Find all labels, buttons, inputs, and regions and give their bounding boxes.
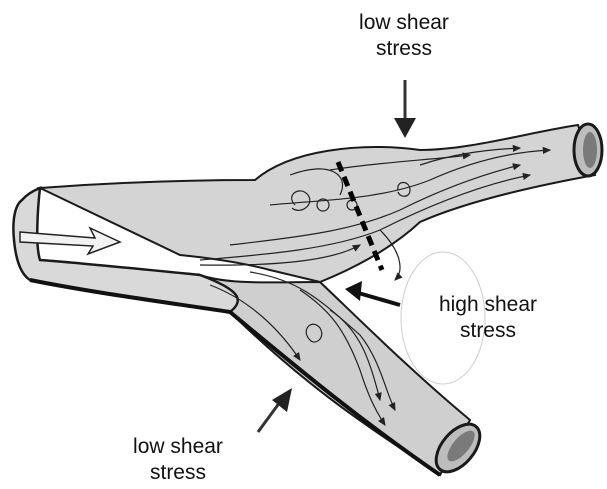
label-top-line1: low shear (334, 10, 474, 36)
label-right-line2: stress (418, 318, 558, 344)
label-top-line2: stress (334, 36, 474, 62)
label-low-shear-bottom: low shear stress (108, 434, 248, 486)
high-shear-arrow (345, 281, 362, 301)
low-shear-top-arrow (394, 118, 416, 138)
label-low-shear-top: low shear stress (334, 10, 474, 62)
label-right-line1: high shear (418, 292, 558, 318)
label-bottom-line1: low shear (108, 434, 248, 460)
label-high-shear: high shear stress (418, 292, 558, 344)
label-bottom-line2: stress (108, 460, 248, 486)
